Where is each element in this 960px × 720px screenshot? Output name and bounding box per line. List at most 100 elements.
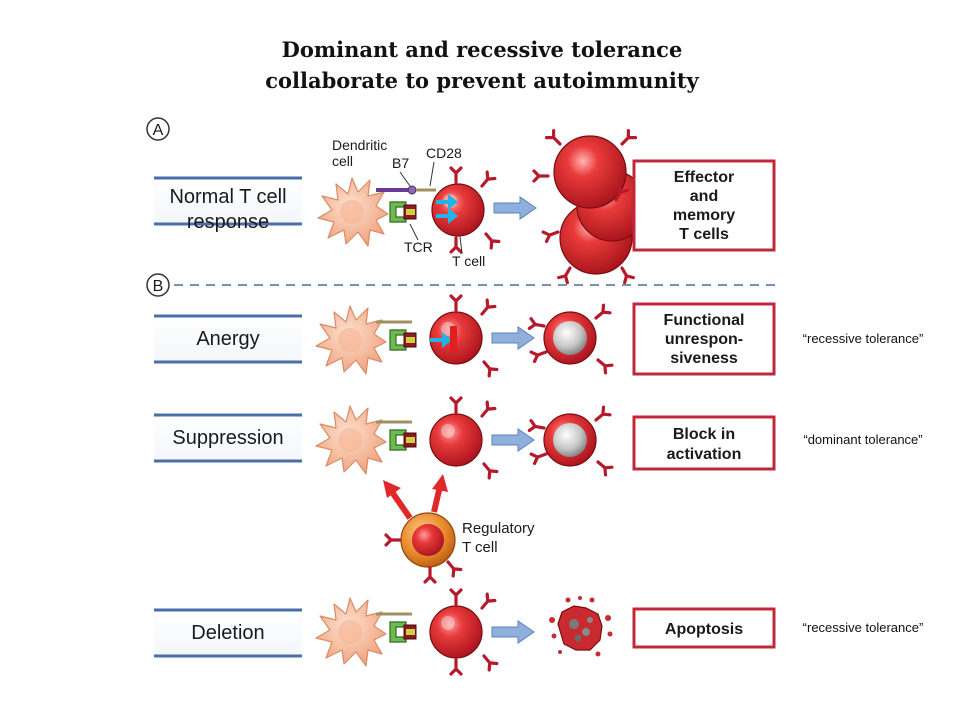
flow-arrow-anergy — [491, 326, 535, 350]
label-tcr: TCR — [404, 239, 433, 255]
outcome-effector-line-2: and — [690, 188, 718, 205]
outcome-box-anergy: Functional unrespon- siveness — [632, 302, 776, 376]
leader-line — [409, 223, 419, 241]
receptor — [478, 459, 499, 480]
receptor — [449, 294, 463, 312]
tcr-mhc-complex-suppression — [389, 429, 417, 451]
dendritic-cell-anergy — [315, 305, 387, 375]
flow-arrow-deletion — [491, 620, 535, 644]
outcome-effector-line-3: memory — [673, 207, 735, 224]
receptor — [384, 533, 402, 547]
tcr-mhc-complex-deletion — [389, 621, 417, 643]
receptor — [449, 658, 463, 676]
row-label-normal-line-2: response — [187, 211, 269, 233]
note-deletion: “recessive tolerance” — [802, 620, 924, 635]
panel-b-letter: B — [153, 278, 164, 295]
outcome-box-deletion: Apoptosis — [632, 607, 776, 649]
outcome-effector-line-1: Effector — [674, 169, 734, 186]
tcr-mhc-complex-a — [389, 201, 417, 223]
panel-a-letter: A — [153, 122, 164, 139]
receptor — [476, 592, 497, 613]
flow-arrow-a — [493, 196, 537, 220]
receptor — [423, 566, 437, 584]
cyan-signal-arrow — [430, 332, 452, 348]
outcome-deletion-text: Apoptosis — [665, 621, 743, 638]
receptor — [527, 317, 547, 333]
outcome-effector-line-4: T cells — [679, 226, 729, 243]
row-label-anergy: Anergy — [152, 314, 304, 364]
apoptotic-cell — [549, 596, 613, 657]
row-anergy: Anergy Functional unrespon- siveness — [152, 294, 776, 378]
receptor — [529, 345, 550, 364]
receptor — [476, 170, 497, 191]
row-label-normal-line-1: Normal T cell — [169, 186, 286, 208]
t-cell-a — [431, 183, 485, 237]
title-line-1: Dominant and recessive tolerance — [281, 37, 683, 62]
inhibition-bar — [450, 326, 457, 352]
outcome-suppression-line-2: activation — [667, 446, 742, 463]
row-label-anergy-text: Anergy — [196, 328, 259, 350]
row-deletion: Deletion Apoptosis — [152, 588, 776, 676]
receptor — [476, 400, 497, 421]
row-label-suppression: Suppression — [152, 413, 304, 463]
note-suppression: “dominant tolerance” — [803, 432, 923, 447]
receptor — [527, 419, 547, 435]
receptor — [476, 298, 497, 319]
cyan-signal-arrow — [436, 194, 458, 210]
suppression-arrow-right — [431, 485, 443, 513]
receptor — [591, 303, 612, 324]
receptor — [449, 236, 463, 254]
receptor — [593, 354, 614, 375]
row-label-deletion-text: Deletion — [191, 622, 264, 644]
note-anergy: “recessive tolerance” — [802, 331, 924, 346]
panel-b-letter-circle — [146, 273, 170, 297]
dendritic-cell-suppression — [315, 405, 387, 475]
leader-line — [399, 171, 411, 187]
outcome-anergy-line-2: unrespon- — [665, 331, 743, 348]
suppression-arrowhead-left — [383, 480, 401, 498]
outcome-anergy-line-3: siveness — [670, 350, 738, 367]
label-dendritic: Dendritic — [332, 137, 387, 153]
receptor — [449, 166, 463, 184]
flow-arrow-suppression — [491, 428, 535, 452]
receptor — [442, 557, 463, 578]
receptor — [480, 229, 501, 250]
t-cell-deletion — [429, 605, 483, 659]
row-label-normal: Normal T cell response — [152, 176, 304, 233]
suppressed-t-cell — [543, 413, 597, 467]
receptor — [449, 588, 463, 606]
t-cell-suppression — [429, 413, 483, 467]
dendritic-cell-deletion — [315, 597, 387, 667]
row-label-suppression-text: Suppression — [172, 427, 283, 449]
label-regulatory: Regulatory — [462, 520, 535, 537]
suppression-arrow-left — [389, 490, 413, 520]
panel-a-letter-circle — [146, 117, 170, 141]
label-t-cell: T cell — [452, 253, 485, 269]
outcome-anergy-line-1: Functional — [664, 312, 745, 329]
regulatory-t-cell — [400, 512, 456, 568]
receptor — [478, 651, 499, 672]
label-cell: cell — [332, 153, 353, 169]
b7-tip — [407, 185, 417, 195]
receptor — [529, 447, 550, 466]
outcome-box-effector: Effector and memory T cells — [632, 159, 776, 252]
receptor — [478, 357, 499, 378]
label-b7: B7 — [392, 155, 409, 171]
page-title: Dominant and recessive tolerance collabo… — [0, 34, 960, 96]
row-suppression: Suppression Block in activation — [152, 396, 776, 584]
leader-line — [429, 161, 435, 187]
label-t-cell-regulatory: T cell — [462, 539, 498, 556]
receptor — [593, 456, 614, 477]
panel-a: A Normal T cell response Dendritic cell … — [146, 117, 776, 285]
cyan-signal-arrow-2 — [436, 208, 458, 224]
effector-cell-cluster — [532, 128, 667, 285]
label-cd28: CD28 — [426, 145, 462, 161]
receptor — [449, 396, 463, 414]
row-label-deletion: Deletion — [152, 608, 304, 658]
outcome-suppression-line-1: Block in — [673, 426, 735, 443]
title-line-2: collaborate to prevent autoimmunity — [265, 68, 699, 93]
receptor — [591, 405, 612, 426]
tcr-mhc-complex-anergy — [389, 329, 417, 351]
outcome-box-suppression: Block in activation — [632, 415, 776, 471]
